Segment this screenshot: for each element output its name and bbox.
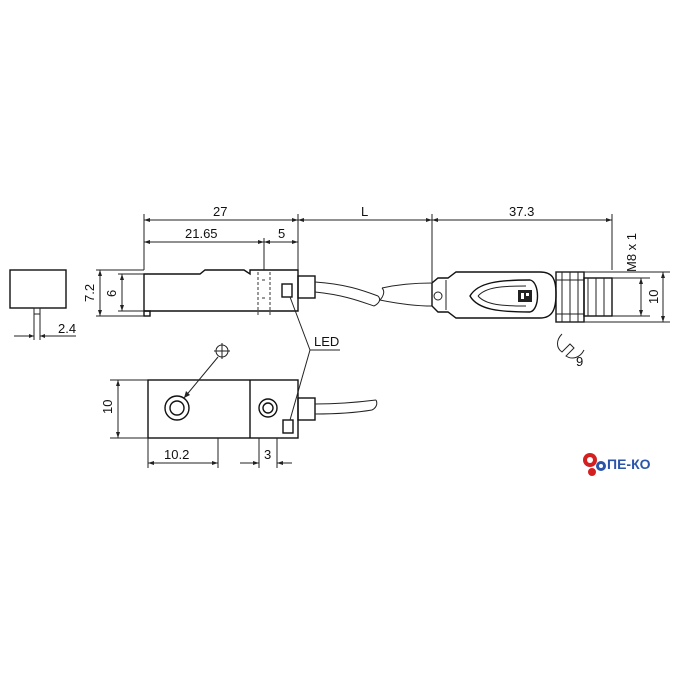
logo-text: ПЕ-КО — [607, 456, 651, 472]
side-view: 7.2 6 — [82, 269, 433, 317]
dim-overall-length: 27 — [213, 204, 227, 219]
dim-hole-distance: 10.2 — [164, 447, 189, 462]
dim-thread: M8 x 1 — [624, 233, 639, 272]
dim-body-length: 21.65 — [185, 226, 218, 241]
dim-height-body: 6 — [104, 290, 119, 297]
led-callout: LED — [289, 296, 340, 421]
dim-connector-length: 37.3 — [509, 204, 534, 219]
dim-connector-diameter: 10 — [646, 290, 661, 304]
top-dimensions: 27 L 37.3 21.65 5 — [143, 204, 613, 282]
dim-height-total: 7.2 — [82, 284, 97, 302]
top-view: 10 10.2 3 — [100, 343, 378, 468]
m8-connector: M8 x 1 10 9 — [431, 233, 670, 369]
dim-width: 10 — [100, 400, 115, 414]
end-view: 2.4 — [9, 269, 76, 340]
dim-cable-length: L — [361, 204, 368, 219]
dim-head-length: 5 — [278, 226, 285, 241]
company-logo: ПЕ-КО — [583, 453, 651, 476]
dim-pin-offset: 2.4 — [58, 321, 76, 336]
gear-icon — [583, 453, 606, 476]
dim-hole-offset: 3 — [264, 447, 271, 462]
dim-wrench-size: 9 — [576, 354, 583, 369]
led-label: LED — [314, 334, 339, 349]
